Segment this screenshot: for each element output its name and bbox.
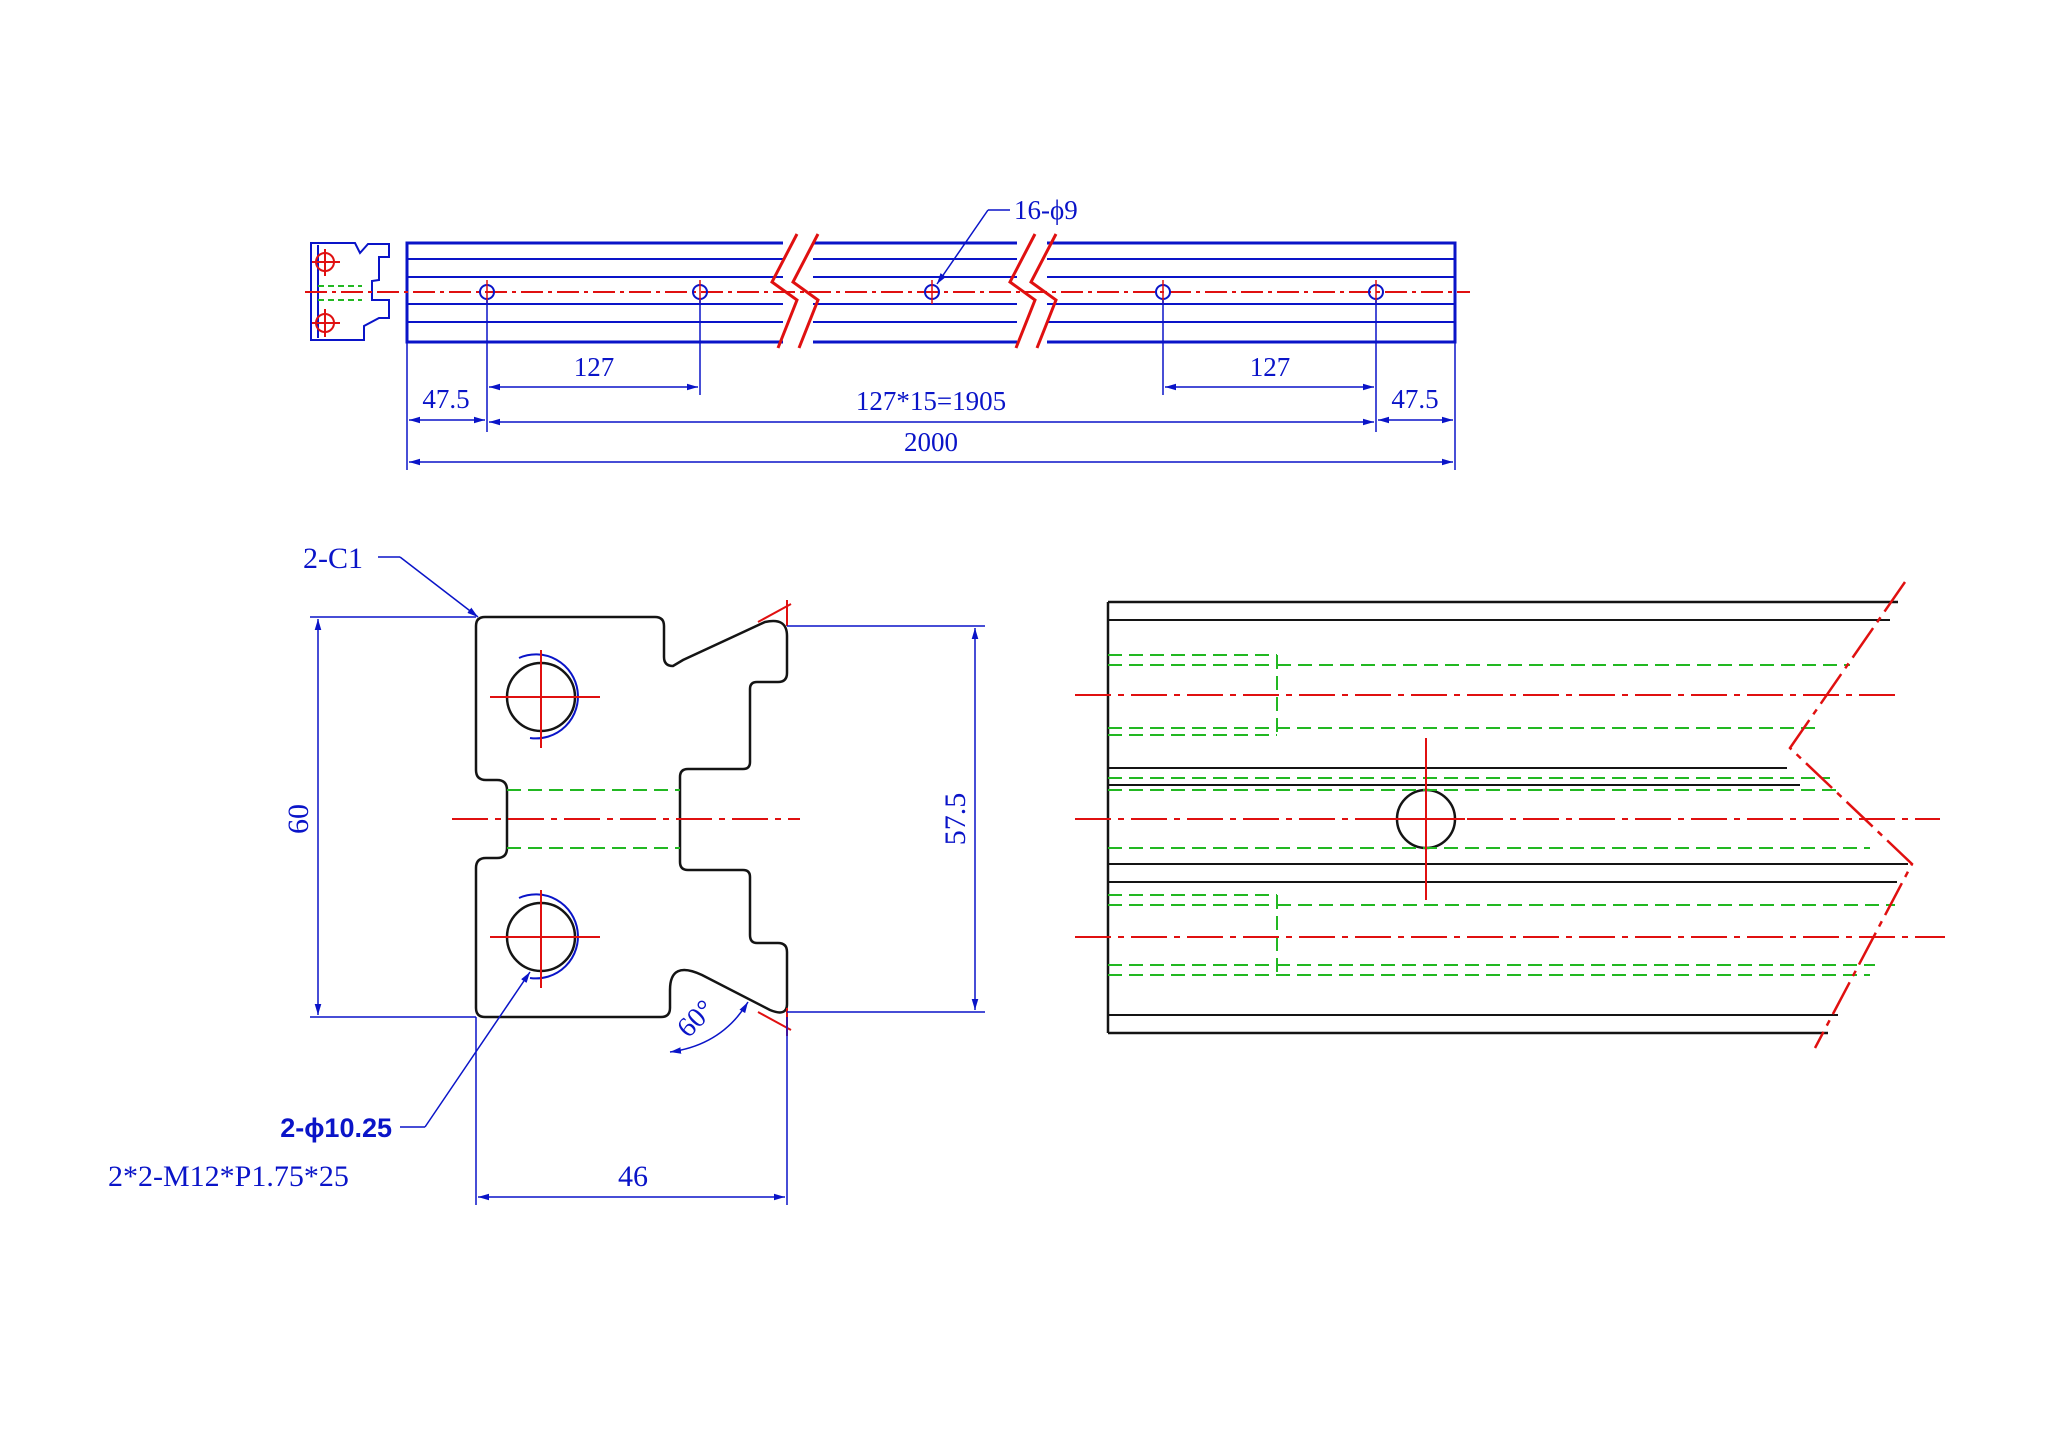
- dim-height-overall: 60: [282, 804, 315, 834]
- dim-hole-callout-line1: 2-ϕ10.25: [280, 1113, 392, 1143]
- dim-overall-length: 2000: [904, 427, 958, 457]
- dim-pitch-total: 127*15=1905: [856, 386, 1006, 416]
- section-dimension-lines: [314, 619, 979, 1201]
- rail-top-body: [305, 233, 1470, 351]
- section-leaders: [378, 556, 531, 1128]
- side-outline: [1106, 600, 1908, 1035]
- section-bolt-holes: [490, 650, 600, 988]
- dim-hole-callout: 16-ϕ9: [1014, 195, 1078, 225]
- section-outline: [474, 615, 789, 1019]
- top-extension-lines: [406, 300, 1456, 470]
- dim-width: 46: [618, 1160, 648, 1193]
- top-view: 16-ϕ9 127 127 47.5 47.5 127*15=1905 2000: [305, 195, 1470, 470]
- dim-edge-right: 47.5: [1391, 384, 1438, 414]
- top-dimension-lines: [409, 383, 1453, 466]
- side-centerlines: [1075, 694, 1945, 938]
- section-view: 2-C1 60 57.5 46 60° 2-ϕ10.25 2*2-M12*P1.…: [108, 542, 985, 1205]
- dim-pitch-left: 127: [574, 352, 615, 382]
- side-view: [1075, 581, 1945, 1049]
- side-hidden-lines: [1108, 654, 1895, 976]
- dim-height-secondary: 57.5: [939, 793, 972, 846]
- dim-pitch-right: 127: [1250, 352, 1291, 382]
- side-break-line: [1788, 581, 1914, 1049]
- section-extension-lines: [310, 616, 985, 1205]
- hole-callout-leader: [936, 209, 1010, 285]
- dim-angle: 60°: [671, 994, 721, 1044]
- end-section-icon: [310, 242, 390, 341]
- dim-edge-left: 47.5: [422, 384, 469, 414]
- dim-chamfer-callout: 2-C1: [303, 542, 363, 575]
- dim-hole-callout-line2: 2*2-M12*P1.75*25: [108, 1160, 349, 1193]
